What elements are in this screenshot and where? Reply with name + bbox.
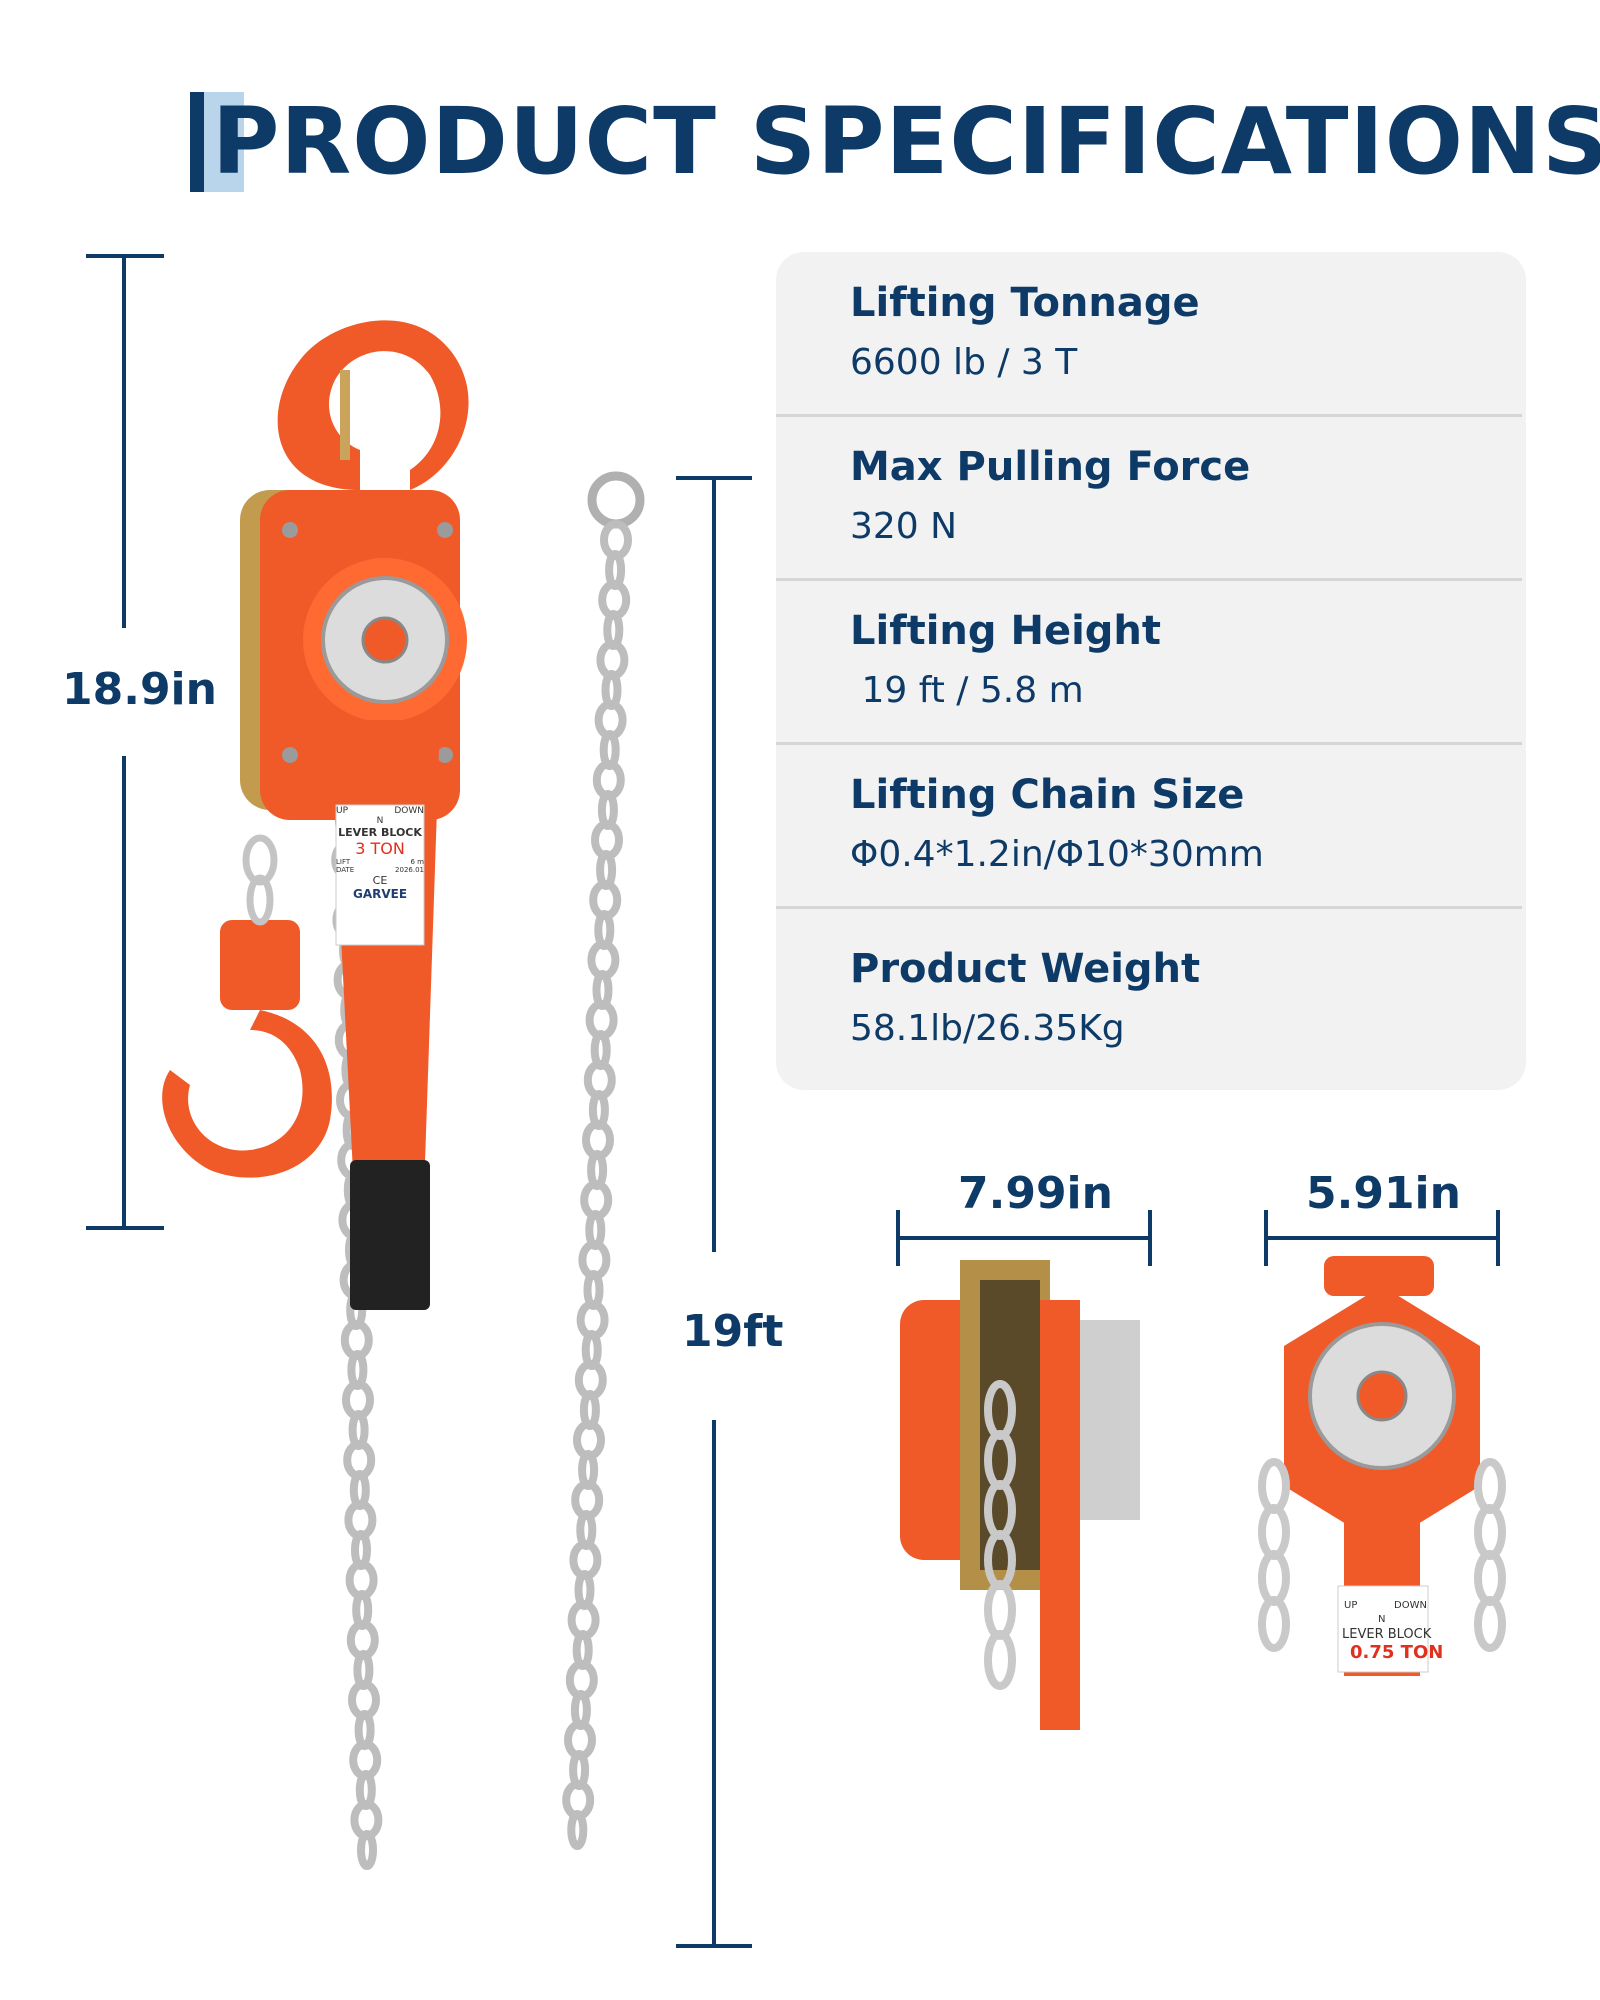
spec-row-lifting-tonnage: Lifting Tonnage 6600 lb / 3 T: [776, 252, 1522, 414]
ce-mark: CE: [372, 874, 388, 887]
chain-link: [357, 1830, 377, 1870]
dimension-tick-bottom: [86, 1226, 164, 1230]
chain-link: [567, 1810, 588, 1850]
height-label: 18.9in: [62, 664, 217, 715]
chain-icon: [587, 471, 645, 529]
front-view-image: UP DOWN N LEVER BLOCK 0.75 TON: [1258, 1256, 1506, 1676]
label-capacity: 0.75 TON: [1350, 1642, 1443, 1663]
handle-grip: [350, 1160, 430, 1310]
dimension-line-upper: [712, 476, 716, 1252]
dimension-tick-left: [1264, 1210, 1268, 1266]
gear-icon: [361, 616, 409, 664]
spec-card: Lifting Tonnage 6600 lb / 3 T Max Pullin…: [776, 252, 1526, 1090]
lever-hoist-image: [162, 320, 645, 1870]
spec-label: Max Pulling Force: [850, 444, 1251, 490]
top-hook-icon: [277, 320, 469, 490]
title-accent-bar: [190, 92, 204, 192]
front-width-label: 5.91in: [1306, 1168, 1461, 1219]
chain-links: [1258, 1458, 1506, 1652]
spec-row-product-weight: Product Weight 58.1lb/26.35Kg: [776, 918, 1522, 1080]
dimension-tick-bottom: [676, 1944, 752, 1948]
label-neutral: N: [376, 816, 384, 826]
label-model: LEVER BLOCK: [338, 826, 422, 839]
spec-divider: [776, 414, 1522, 417]
lower-block: [220, 920, 300, 1010]
spec-row-lifting-height: Lifting Height 19 ft / 5.8 m: [776, 580, 1522, 742]
spec-label: Lifting Tonnage: [850, 280, 1200, 326]
spec-label: Lifting Chain Size: [850, 772, 1245, 818]
spec-divider: [776, 578, 1522, 581]
spec-row-lifting-chain-size: Lifting Chain Size Φ0.4*1.2in/Φ10*30mm: [776, 744, 1522, 906]
label-capacity: 3: [355, 839, 366, 858]
label-plate: [335, 804, 425, 946]
label-unit: TON: [370, 839, 405, 858]
hook-latch: [340, 370, 350, 460]
hand-chain: [242, 834, 278, 926]
spec-label: Lifting Height: [850, 608, 1162, 654]
spec-divider: [776, 742, 1522, 745]
bolt-icons: [282, 522, 453, 763]
spec-value: 19 ft / 5.8 m: [850, 670, 1084, 711]
label-down: DOWN: [1394, 1600, 1427, 1611]
label-neutral: N: [1378, 1614, 1385, 1625]
spec-value: 6600 lb / 3 T: [850, 342, 1078, 383]
label-lift-value: 6 m: [410, 858, 425, 866]
spec-row-max-pulling-force: Max Pulling Force 320 N: [776, 416, 1522, 578]
spec-value: 320 N: [850, 506, 958, 547]
label-down: DOWN: [394, 806, 424, 816]
dimension-line-upper: [122, 254, 126, 628]
spec-label: Product Weight: [850, 946, 1201, 992]
label-model: LEVER BLOCK: [1342, 1627, 1432, 1642]
dimension-line: [896, 1236, 1152, 1240]
dimension-line: [1264, 1236, 1500, 1240]
title-accent-highlight: [204, 92, 244, 192]
page-title: PRODUCT SPECIFICATIONS: [212, 88, 1600, 195]
dimension-line-lower: [712, 1420, 716, 1948]
bottom-hook-icon: [162, 1010, 332, 1178]
label-up: UP: [336, 806, 349, 816]
side-view-image: [900, 1260, 1140, 1730]
product-label-text: UP DOWN N LEVER BLOCK 3 TON LIFT 6 m DAT…: [336, 806, 424, 901]
label-date-value: 2026.01: [395, 866, 424, 874]
label-up: UP: [1344, 1600, 1357, 1611]
spec-value: Φ0.4*1.2in/Φ10*30mm: [850, 834, 1264, 875]
side-width-label: 7.99in: [958, 1168, 1113, 1219]
spec-value: 58.1lb/26.35Kg: [850, 1008, 1125, 1049]
gear-icon: [1356, 1370, 1408, 1422]
chain-links: [984, 1380, 1016, 1690]
dimension-tick-right: [1148, 1210, 1152, 1266]
dimension-tick-right: [1496, 1210, 1500, 1266]
chain-length-label: 19ft: [682, 1306, 784, 1357]
dimension-line-lower: [122, 756, 126, 1228]
label-lift: LIFT: [336, 858, 351, 866]
brand-logo: GARVEE: [352, 887, 408, 901]
spec-divider: [776, 906, 1522, 909]
label-date: DATE: [336, 866, 355, 874]
dimension-tick-left: [896, 1210, 900, 1266]
